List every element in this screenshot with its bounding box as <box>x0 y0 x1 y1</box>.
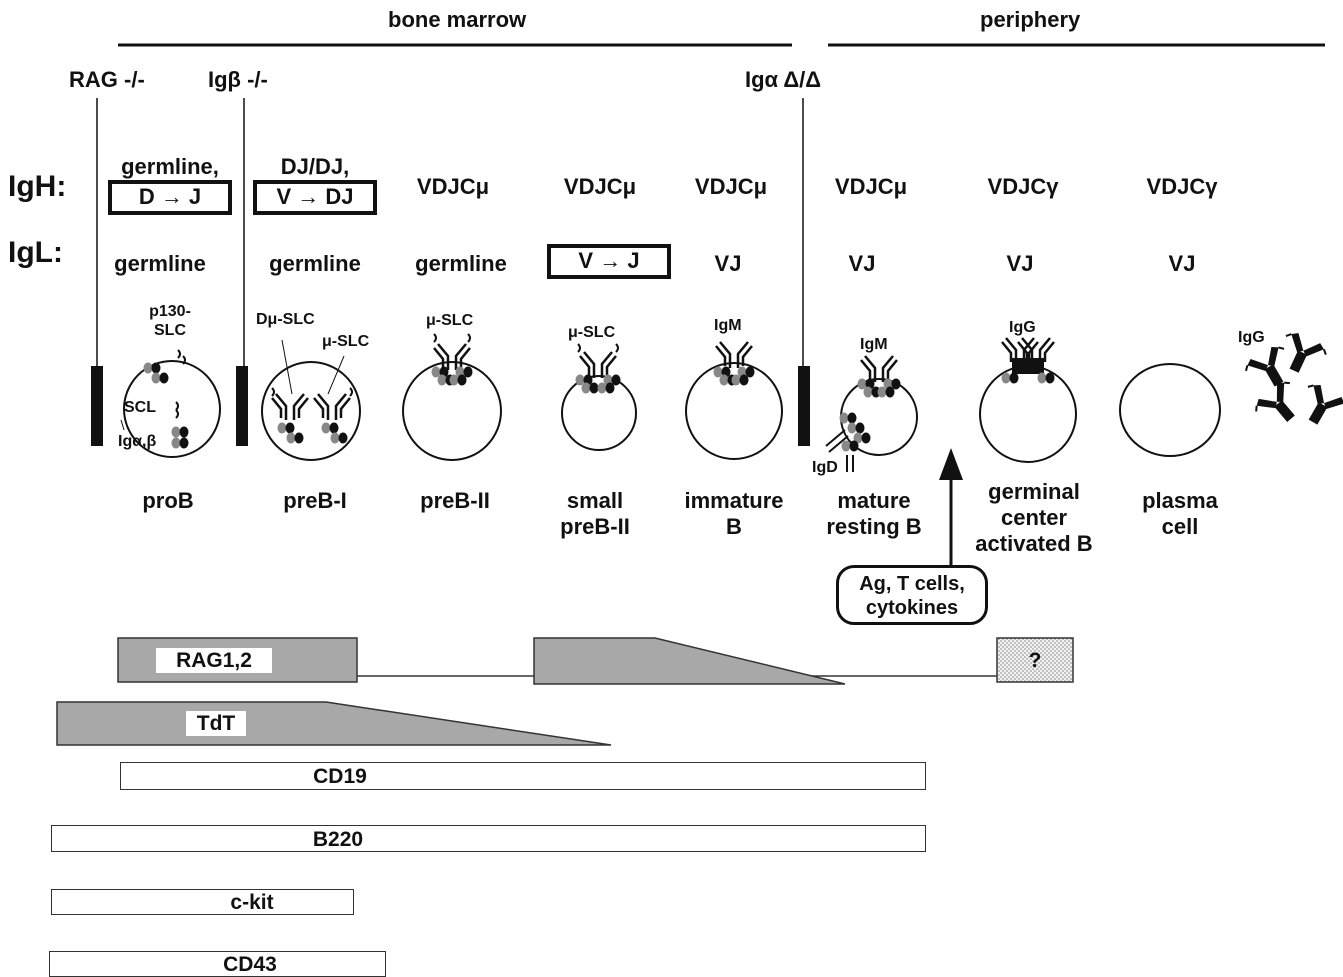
igl-small-preb2-box: V → J <box>547 244 671 279</box>
mu-slc-label-preb2: μ-SLC <box>426 313 473 329</box>
stimulus-line-2: cytokines <box>839 596 985 620</box>
p130-slc-label-1: p130- <box>140 304 200 320</box>
igl-preb2: germline <box>401 253 521 275</box>
igb-mutant-label: Igβ -/- <box>208 69 268 91</box>
igh-small-preb2: VDJCμ <box>550 176 650 198</box>
stage-immature-l2: B <box>674 514 794 540</box>
igl-mature: VJ <box>832 253 892 275</box>
igl-germinal: VJ <box>990 253 1050 275</box>
stage-preb2: preB-II <box>400 488 510 514</box>
rag-mutant-label: RAG -/- <box>69 69 145 91</box>
stimulus-line-1: Ag, T cells, <box>839 568 985 596</box>
preb1-cell <box>262 362 360 460</box>
rag-label: RAG1,2 <box>156 648 272 673</box>
igh-row-label: IgH: <box>8 172 66 202</box>
stage-germinal-l1: germinal <box>964 479 1104 505</box>
stage-prob: proB <box>118 488 218 514</box>
germinal-igg <box>1002 338 1055 384</box>
tdt-bar <box>57 702 611 745</box>
igh-germinal: VDJCγ <box>973 176 1073 198</box>
small-preb2-receptors <box>576 344 621 394</box>
igm-label-immature: IgM <box>714 318 742 334</box>
ckit-label: c-kit <box>202 892 302 913</box>
stage-immature-l1: immature <box>674 488 794 514</box>
scl-pointer <box>121 420 124 430</box>
stage-small-preb2-l1: small <box>545 488 645 514</box>
igl-row-label: IgL: <box>8 238 63 268</box>
rag-unknown-label: ? <box>1021 650 1049 671</box>
bone-marrow-heading: bone marrow <box>388 9 526 31</box>
stage-plasma-l1: plasma <box>1120 488 1240 514</box>
mu-slc-label-small-preb2: μ-SLC <box>568 325 615 341</box>
preb1-receptors <box>272 340 352 444</box>
rag-bar-2 <box>534 638 845 684</box>
scl-label: SCL <box>124 400 156 416</box>
germinal-cell <box>980 366 1076 462</box>
stimulus-arrow-head <box>939 448 963 480</box>
stage-mature-l2: resting B <box>814 514 934 540</box>
igl-prob: germline <box>100 253 220 275</box>
igh-plasma: VDJCγ <box>1132 176 1232 198</box>
stage-germinal-l3: activated B <box>964 531 1104 557</box>
rag-block-bar <box>91 366 103 446</box>
igl-immature: VJ <box>698 253 758 275</box>
igb-block-bar <box>236 366 248 446</box>
igh-mature: VDJCμ <box>821 176 921 198</box>
igl-plasma: VJ <box>1152 253 1212 275</box>
iga-mutant-label: Igα Δ/Δ <box>745 69 821 91</box>
p130-slc-label-2: SLC <box>140 323 200 339</box>
b220-label: B220 <box>288 829 388 850</box>
igg-label-plasma: IgG <box>1238 330 1265 346</box>
mu-slc-label-preb1: μ-SLC <box>322 334 369 350</box>
stage-mature-l1: mature <box>814 488 934 514</box>
b220-bar <box>51 825 926 852</box>
igh-prob-box: D → J <box>108 180 232 215</box>
plasma-cell-body <box>1120 364 1220 456</box>
igh-preb1-top: DJ/DJ, <box>253 156 377 178</box>
stimulus-bubble: Ag, T cells, cytokines <box>836 565 988 625</box>
igg-label-germinal: IgG <box>1009 320 1036 336</box>
cd19-label: CD19 <box>290 766 390 787</box>
stage-small-preb2-l2: preB-II <box>545 514 645 540</box>
igl-preb1: germline <box>255 253 375 275</box>
tdt-label: TdT <box>186 711 246 736</box>
preb2-receptors <box>432 334 473 386</box>
dmu-slc-label: Dμ-SLC <box>256 312 315 328</box>
igm-label-mature: IgM <box>860 337 888 353</box>
igh-preb2: VDJCμ <box>403 176 503 198</box>
stage-preb1: preB-I <box>260 488 370 514</box>
iga-block-bar <box>798 366 810 446</box>
igab-label: Igα,β <box>118 434 156 450</box>
igh-preb1-box: V → DJ <box>253 180 377 215</box>
stage-germinal-l2: center <box>964 505 1104 531</box>
igh-prob-top: germline, <box>108 156 232 178</box>
igd-label: IgD <box>812 460 838 476</box>
igh-immature: VDJCμ <box>681 176 781 198</box>
stage-plasma-l2: cell <box>1120 514 1240 540</box>
cd19-bar <box>120 762 926 790</box>
cd43-label: CD43 <box>200 954 300 975</box>
periphery-heading: periphery <box>980 9 1080 31</box>
